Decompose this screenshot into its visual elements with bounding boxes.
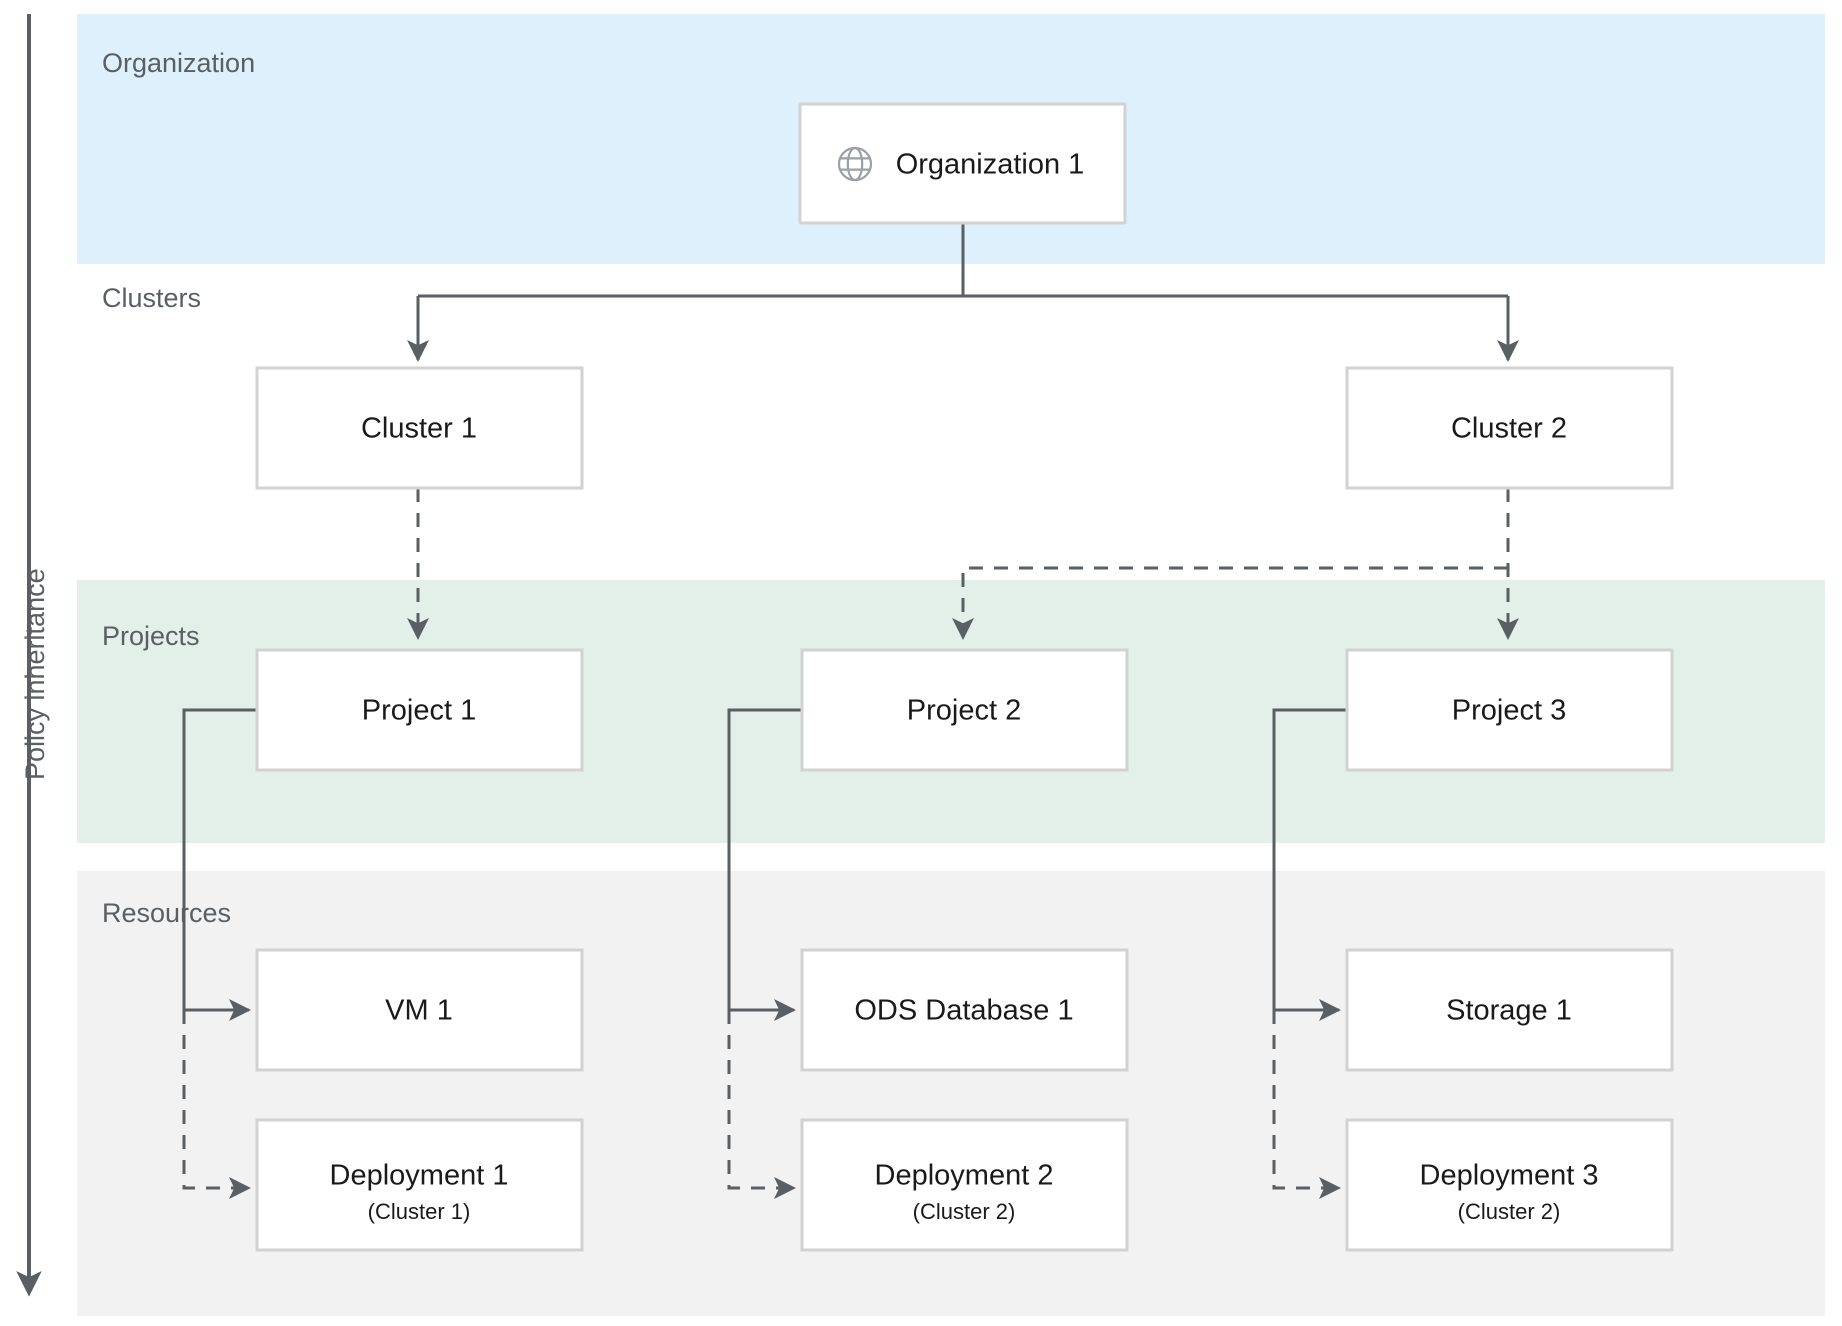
node-vm-1-box[interactable] [255, 948, 584, 1072]
node-deployment-1-sublabel: (Cluster 1) [368, 1199, 471, 1224]
node-vm-1-label: VM 1 [385, 995, 453, 1027]
node-project-3-label: Project 3 [1452, 695, 1566, 727]
node-cluster-2[interactable]: Cluster 2 [1345, 366, 1674, 490]
node-vm-1[interactable]: VM 1 [255, 948, 584, 1072]
node-cluster-2-box[interactable] [1345, 366, 1674, 490]
node-project-2[interactable]: Project 2 [800, 648, 1129, 772]
node-organization-1-label: Organization 1 [896, 149, 1085, 181]
node-project-1[interactable]: Project 1 [255, 648, 584, 772]
node-cluster-1[interactable]: Cluster 1 [255, 366, 584, 490]
edge-project-3-riser [1272, 708, 1347, 1010]
node-ods-database-1-box[interactable] [800, 948, 1129, 1072]
node-project-2-label: Project 2 [907, 695, 1021, 727]
node-cluster-2-label: Cluster 2 [1451, 413, 1567, 445]
node-storage-1[interactable]: Storage 1 [1345, 948, 1674, 1072]
node-storage-1-box[interactable] [1345, 948, 1674, 1072]
node-deployment-2-sublabel: (Cluster 2) [913, 1199, 1016, 1224]
node-deployment-2[interactable]: Deployment 2 (Cluster 2) [800, 1118, 1129, 1252]
node-deployment-1-box[interactable] [255, 1118, 584, 1252]
node-cluster-1-label: Cluster 1 [361, 413, 477, 445]
node-deployment-3-label: Deployment 3 [1420, 1160, 1599, 1192]
node-organization-1-box[interactable] [798, 102, 1127, 225]
node-storage-1-label: Storage 1 [1446, 995, 1572, 1027]
node-project-2-box[interactable] [800, 648, 1129, 772]
edge-cluster-2-to-project-2 [952, 566, 1508, 640]
node-deployment-3-box[interactable] [1345, 1118, 1674, 1252]
policy-inheritance-axis: Policy inheritance [16, 14, 50, 1297]
node-deployment-3-sublabel: (Cluster 2) [1458, 1199, 1561, 1224]
edges-project-2-to-resources [727, 708, 802, 1199]
edge-project-2-to-deployment-2 [727, 1010, 796, 1199]
node-deployment-1-label: Deployment 1 [330, 1160, 509, 1192]
node-deployment-2-box[interactable] [800, 1118, 1129, 1252]
edge-project-3-to-deployment-3 [1272, 1010, 1341, 1199]
band-label-organization: Organization [102, 48, 255, 78]
node-project-1-label: Project 1 [362, 695, 476, 727]
node-project-3-box[interactable] [1345, 648, 1674, 772]
node-ods-database-1[interactable]: ODS Database 1 [800, 948, 1129, 1072]
band-label-resources: Resources [102, 898, 231, 928]
edges-project-1-to-resources [182, 708, 257, 1199]
edge-project-2-riser [727, 708, 802, 1010]
node-project-3[interactable]: Project 3 [1345, 648, 1674, 772]
globe-icon [837, 146, 873, 182]
edge-project-1-riser [182, 708, 257, 1010]
edges-org-to-clusters [407, 223, 1519, 362]
band-label-clusters: Clusters [102, 283, 201, 313]
policy-inheritance-label: Policy inheritance [20, 568, 50, 780]
node-deployment-2-label: Deployment 2 [875, 1160, 1054, 1192]
node-cluster-1-box[interactable] [255, 366, 584, 490]
band-label-projects: Projects [102, 621, 200, 651]
node-organization-1[interactable]: Organization 1 [798, 102, 1127, 225]
edges-clusters-to-projects [407, 488, 1519, 640]
node-project-1-box[interactable] [255, 648, 584, 772]
node-deployment-3[interactable]: Deployment 3 (Cluster 2) [1345, 1118, 1674, 1252]
node-ods-database-1-label: ODS Database 1 [854, 995, 1073, 1027]
node-deployment-1[interactable]: Deployment 1 (Cluster 1) [255, 1118, 584, 1252]
edges-project-3-to-resources [1272, 708, 1347, 1199]
edge-project-1-to-deployment-1 [182, 1010, 251, 1199]
